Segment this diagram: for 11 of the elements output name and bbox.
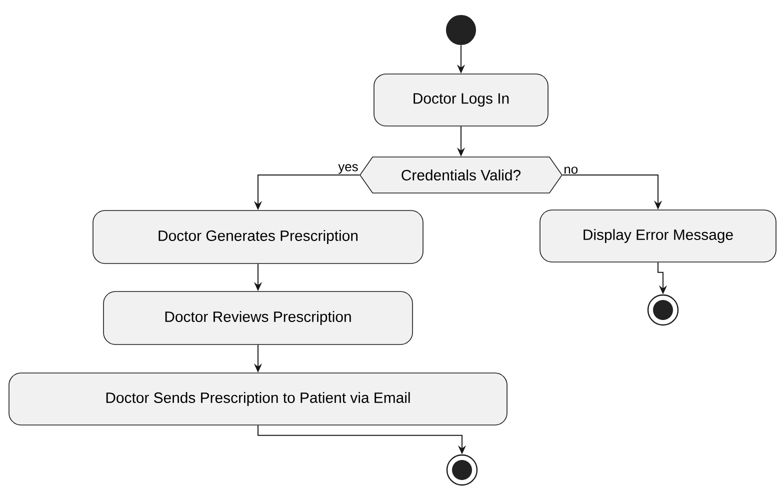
action-box: Doctor Generates Prescription — [92, 210, 424, 264]
edge-label: yes — [338, 164, 358, 174]
action-box: Display Error Message — [540, 210, 776, 262]
start-dot — [446, 15, 476, 45]
action-box: Doctor Sends Prescription to Patient via Email — [8, 372, 508, 426]
edge-label: no — [564, 166, 578, 174]
decision-hexagon: Credentials Valid? — [360, 156, 562, 194]
action-box: Doctor Reviews Prescription — [103, 291, 413, 345]
end-bullseye — [446, 454, 478, 486]
action-box: Doctor Logs In — [374, 74, 548, 126]
end-bullseye — [647, 294, 679, 326]
